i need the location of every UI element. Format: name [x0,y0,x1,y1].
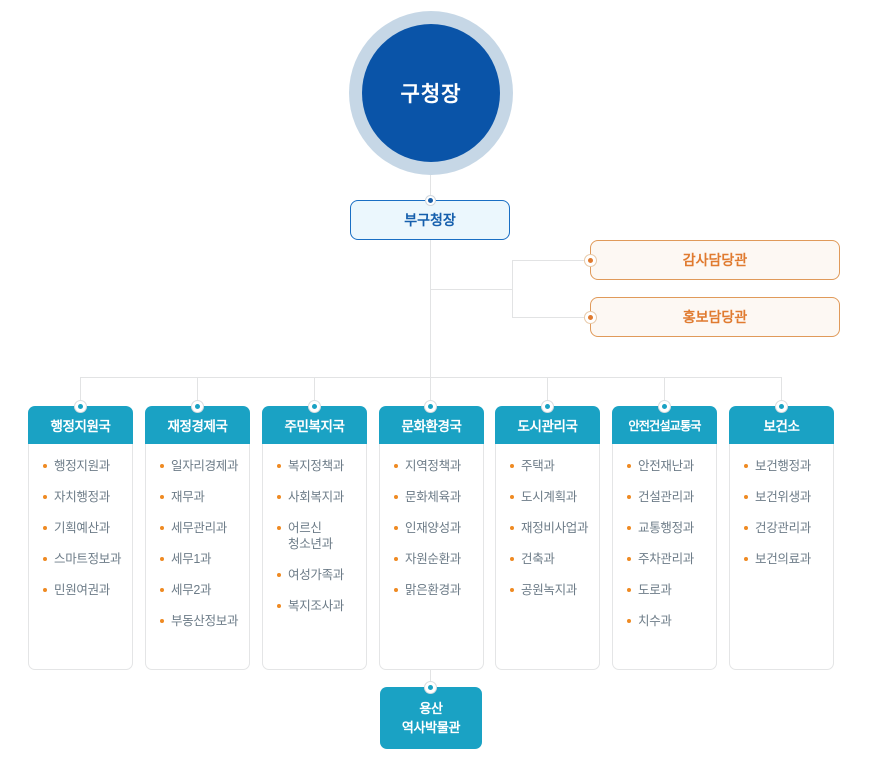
bureau-column-administration: 행정지원국 행정지원과 자치행정과 기획예산과 스마트정보과 민원여권과 [28,406,133,670]
connector-bureau-rail [80,377,782,378]
connector-bureau-drop-6 [781,377,782,407]
department-item[interactable]: 기획예산과 [42,520,132,536]
bureau-dot [309,401,320,412]
department-item[interactable]: 복지조사과 [276,598,366,614]
museum-dot [425,682,436,693]
officer-box-audit[interactable]: 감사담당관 [590,240,840,280]
bureau-header[interactable]: 재정경제국 [145,406,250,444]
deputy-mayor-label: 부구청장 [404,212,456,228]
department-item[interactable]: 세무관리과 [159,520,249,536]
department-item[interactable]: 민원여권과 [42,582,132,598]
bureau-column-finance-economy: 재정경제국 일자리경제과 재무과 세무관리과 세무1과 세무2과 부동산정보과 [145,406,250,670]
department-item[interactable]: 건축과 [509,551,599,567]
department-item[interactable]: 안전재난과 [626,458,716,474]
bureau-column-culture-environment: 문화환경국 지역정책과 문화체육과 인재양성과 자원순환과 맑은환경과 [379,406,484,670]
department-item[interactable]: 재무과 [159,489,249,505]
connector-deputy-trunk [430,240,431,378]
connector-bureau-drop-1 [197,377,198,407]
department-item[interactable]: 도로과 [626,582,716,598]
department-item[interactable]: 복지정책과 [276,458,366,474]
connector-officers-stub [430,289,512,290]
department-item[interactable]: 자원순환과 [393,551,483,567]
department-item[interactable]: 사회복지과 [276,489,366,505]
department-item[interactable]: 세무1과 [159,551,249,567]
bureau-department-list: 안전재난과 건설관리과 교통행정과 주차관리과 도로과 치수과 [612,444,717,670]
department-item[interactable]: 스마트정보과 [42,551,132,567]
department-item[interactable]: 인재양성과 [393,520,483,536]
department-item[interactable]: 여성가족과 [276,567,366,583]
department-item[interactable]: 교통행정과 [626,520,716,536]
bureau-header[interactable]: 주민복지국 [262,406,367,444]
department-item[interactable]: 보건행정과 [743,458,833,474]
bureau-department-list: 주택과 도시계획과 재정비사업과 건축과 공원녹지과 [495,444,600,670]
department-item[interactable]: 주택과 [509,458,599,474]
bureau-dot [192,401,203,412]
officer-box-pr[interactable]: 홍보담당관 [590,297,840,337]
department-item[interactable]: 맑은환경과 [393,582,483,598]
department-item[interactable]: 세무2과 [159,582,249,598]
department-item[interactable]: 치수과 [626,613,716,629]
connector-bureau-drop-2 [314,377,315,407]
affiliate-museum-label-line2: 역사박물관 [401,720,461,735]
department-item[interactable]: 건설관리과 [626,489,716,505]
mayor-node[interactable]: 구청장 [349,11,513,175]
department-item[interactable]: 부동산정보과 [159,613,249,629]
department-item[interactable]: 건강관리과 [743,520,833,536]
officer-label: 홍보담당관 [682,309,748,325]
affiliate-museum-node[interactable]: 용산 역사박물관 [380,687,482,749]
bureau-department-list: 보건행정과 보건위생과 건강관리과 보건의료과 [729,444,834,670]
officer-dot-pr [585,312,596,323]
bureau-dot [542,401,553,412]
bureau-dot [659,401,670,412]
connector-mayor-to-deputy [430,175,431,205]
department-item[interactable]: 자치행정과 [42,489,132,505]
department-item[interactable]: 보건의료과 [743,551,833,567]
bureau-column-urban-management: 도시관리국 주택과 도시계획과 재정비사업과 건축과 공원녹지과 [495,406,600,670]
bureau-department-list: 지역정책과 문화체육과 인재양성과 자원순환과 맑은환경과 [379,444,484,670]
department-item[interactable]: 공원녹지과 [509,582,599,598]
department-item[interactable]: 보건위생과 [743,489,833,505]
mayor-label: 구청장 [362,24,500,162]
officer-dot-audit [585,255,596,266]
connector-bureau-drop-0 [80,377,81,407]
bureau-header[interactable]: 안전건설교통국 [612,406,717,444]
bureau-column-public-health-center: 보건소 보건행정과 보건위생과 건강관리과 보건의료과 [729,406,834,670]
department-item[interactable]: 일자리경제과 [159,458,249,474]
connector-bureau-drop-3 [430,377,431,407]
department-item[interactable]: 주차관리과 [626,551,716,567]
department-item[interactable]: 재정비사업과 [509,520,599,536]
connector-bureau-drop-4 [547,377,548,407]
department-item[interactable]: 지역정책과 [393,458,483,474]
deputy-mayor-node[interactable]: 부구청장 [350,200,510,240]
bureau-dot [776,401,787,412]
connector-bureau-drop-5 [664,377,665,407]
bureau-header[interactable]: 행정지원국 [28,406,133,444]
bureau-dot [75,401,86,412]
bureau-header[interactable]: 도시관리국 [495,406,600,444]
officer-label: 감사담당관 [682,252,748,268]
connector-officer-1 [512,317,592,318]
bureau-department-list: 일자리경제과 재무과 세무관리과 세무1과 세무2과 부동산정보과 [145,444,250,670]
connector-officers-spine [512,260,513,318]
bureau-department-list: 행정지원과 자치행정과 기획예산과 스마트정보과 민원여권과 [28,444,133,670]
deputy-connector-dot [426,196,435,205]
affiliate-museum-label-line1: 용산 [419,701,443,716]
connector-officer-0 [512,260,592,261]
bureau-column-safety-construction-transport: 안전건설교통국 안전재난과 건설관리과 교통행정과 주차관리과 도로과 치수과 [612,406,717,670]
department-item[interactable]: 도시계획과 [509,489,599,505]
department-item[interactable]: 행정지원과 [42,458,132,474]
connector-museum [430,670,431,692]
bureau-header[interactable]: 보건소 [729,406,834,444]
department-item[interactable]: 문화체육과 [393,489,483,505]
bureau-header[interactable]: 문화환경국 [379,406,484,444]
bureau-dot [425,401,436,412]
